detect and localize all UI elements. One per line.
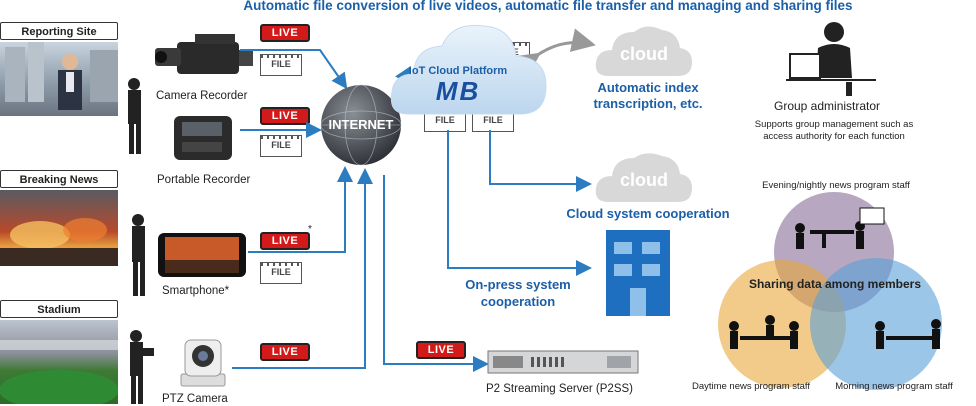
administrator-desc-1: Supports group management such as xyxy=(754,119,914,130)
site-label-reporting: Reporting Site xyxy=(0,22,118,40)
live-badge-ptz: LIVE xyxy=(260,343,310,361)
live-badge-server: LIVE xyxy=(416,341,466,359)
reporting-site-photo xyxy=(0,42,118,116)
mb-logo: MB xyxy=(435,76,481,106)
cloud-icon-cooperation xyxy=(595,153,692,202)
iot-platform-title: IoT Cloud Platform xyxy=(408,65,508,77)
file-badge-platform-right: FILE xyxy=(472,110,514,132)
server-icon xyxy=(487,350,639,374)
stadium-staff-silhouette xyxy=(130,330,154,404)
smartphone-asterisk: * xyxy=(308,224,312,235)
site-label-stadium: Stadium xyxy=(0,300,118,318)
camera-recorder-icon xyxy=(155,34,253,74)
live-badge-smartphone: LIVE xyxy=(260,232,310,250)
building-icon xyxy=(606,230,670,316)
smartphone-icon xyxy=(158,233,246,277)
camera-operator-silhouette xyxy=(128,78,141,154)
server-label: P2 Streaming Server (P2SS) xyxy=(486,383,634,395)
file-badge-portable: FILE xyxy=(260,135,302,157)
internet-globe xyxy=(320,84,402,166)
administrator-desc-2: access authority for each function xyxy=(763,131,905,142)
onpress-cooperation-text: On-press system cooperation xyxy=(465,277,571,309)
portable-recorder-label: Portable Recorder xyxy=(157,174,251,186)
file-badge-smartphone: FILE xyxy=(260,262,302,284)
ptz-camera-icon xyxy=(180,339,226,387)
cloud-label-index: cloud xyxy=(620,44,668,64)
index-transcription-text: Automatic index transcription, etc. xyxy=(593,80,703,111)
iot-cloud-shape xyxy=(390,24,547,115)
camera-recorder-label: Camera Recorder xyxy=(156,90,248,102)
venn-daytime-label: Daytime news program staff xyxy=(691,381,811,392)
venn-center-label: Sharing data among members xyxy=(748,277,922,291)
smartphone-user-silhouette xyxy=(132,214,145,296)
venn-evening-label: Evening/nightly news program staff xyxy=(762,180,910,191)
stadium-photo xyxy=(0,320,118,404)
administrator-icon xyxy=(786,22,876,96)
ptz-camera-label: PTZ Camera xyxy=(162,393,228,405)
cloud-cooperation-text: Cloud system cooperation xyxy=(566,206,730,221)
cloud-label-cooperation: cloud xyxy=(620,170,668,190)
file-badge-camera: FILE xyxy=(260,54,302,76)
live-badge-portable: LIVE xyxy=(260,107,310,125)
internet-label: INTERNET xyxy=(328,117,394,132)
venn-morning-label: Morning news program staff xyxy=(835,381,953,392)
live-badge-camera: LIVE xyxy=(260,24,310,42)
portable-recorder-icon xyxy=(174,116,232,160)
venn-diagram xyxy=(718,192,942,390)
cloud-icon-index xyxy=(595,26,692,77)
breaking-news-photo xyxy=(0,190,118,266)
diagram-title: Automatic file conversion of live videos… xyxy=(243,0,853,13)
smartphone-label: Smartphone* xyxy=(162,285,230,297)
administrator-title: Group administrator xyxy=(774,99,881,113)
